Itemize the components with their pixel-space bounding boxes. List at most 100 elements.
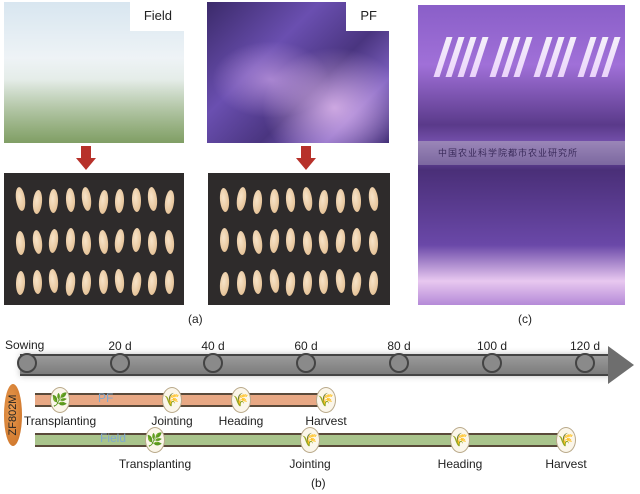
timeline-node-sowing	[17, 353, 37, 373]
rice-grain	[97, 189, 109, 215]
timeline-node	[296, 353, 316, 373]
field-track-name: Field	[100, 431, 127, 445]
rice-grain	[81, 230, 92, 256]
rice-grain	[146, 186, 159, 212]
rice-grain	[317, 229, 330, 255]
rice-grain	[113, 268, 126, 294]
pf-transplanting-plant-icon: 🌿	[50, 387, 70, 413]
rice-grain	[350, 271, 363, 297]
rice-grain	[48, 188, 59, 214]
pf-stage-label: Heading	[218, 414, 264, 428]
field-jointing-plant-icon: 🌾	[300, 427, 320, 453]
pf-photo-label: PF	[346, 2, 389, 31]
down-arrow-icon	[296, 146, 316, 172]
field-rice-photo: Field	[4, 2, 184, 143]
panel-label-c: (c)	[518, 312, 532, 326]
field-heading-plant-icon: 🌾	[450, 427, 470, 453]
timeline-arrowhead-icon	[608, 346, 634, 384]
rice-grain	[218, 271, 231, 297]
rice-grain	[98, 269, 108, 295]
rice-grain	[285, 227, 296, 253]
rice-grain	[147, 270, 158, 296]
rice-grain	[81, 270, 92, 296]
rice-grain	[97, 229, 109, 255]
rice-grain	[234, 186, 248, 212]
rice-grain	[269, 189, 279, 213]
chamber-plate-text: 中国农业科学院都市农业研究所	[438, 148, 579, 158]
timeline-node	[575, 353, 595, 373]
pf-stage-label: Jointing	[151, 414, 193, 428]
timeline-axis	[20, 354, 612, 376]
rice-grain	[64, 187, 76, 213]
rice-grain	[129, 271, 143, 297]
rice-grain	[317, 189, 330, 215]
field-harvest-plant-icon: 🌾	[556, 427, 576, 453]
rice-grain	[285, 187, 296, 213]
panel-label-b: (b)	[311, 476, 326, 490]
pf-stage-label: Harvest	[305, 414, 347, 428]
rice-grain	[130, 227, 142, 253]
rice-grain	[335, 188, 345, 214]
timeline-tick-label: 100 d	[476, 339, 508, 353]
timeline-node	[482, 353, 502, 373]
timeline-tick-label: 120 d	[569, 339, 601, 353]
rice-grain	[80, 186, 93, 212]
pf-stage-label: Transplanting	[23, 414, 97, 428]
rice-grain	[32, 269, 42, 295]
rice-grain	[47, 268, 60, 294]
rice-grain	[163, 229, 175, 255]
rice-grain	[164, 270, 174, 294]
timeline-tick-label: 40 d	[201, 339, 225, 353]
sowing-label: Sowing	[5, 338, 45, 352]
rice-grain	[15, 270, 26, 296]
rice-grain	[351, 227, 362, 253]
field-stage-label: Transplanting	[118, 457, 192, 471]
pf-rice-photo: PF	[207, 2, 389, 143]
chamber-nameplate: 中国农业科学院都市农业研究所	[418, 141, 625, 165]
field-transplanting-plant-icon: 🌿	[145, 427, 165, 453]
plant-factory-chamber-photo: 中国农业科学院都市农业研究所	[418, 5, 625, 305]
field-stage-label: Jointing	[289, 457, 331, 471]
field-photo-label: Field	[129, 2, 184, 31]
field-track-bar	[35, 433, 560, 447]
rice-grain	[31, 229, 43, 255]
rice-grain	[251, 229, 264, 255]
pf-harvest-plant-icon: 🌾	[316, 387, 336, 413]
rice-grain	[163, 189, 175, 215]
rice-grain	[65, 227, 75, 253]
rice-grain	[64, 271, 76, 297]
rice-grain	[147, 230, 158, 256]
rice-seed-icon: ZF802M	[4, 384, 22, 446]
rice-grain	[131, 187, 141, 213]
rice-grain	[252, 189, 263, 215]
rice-grain	[334, 228, 346, 254]
rice-grain	[351, 187, 362, 213]
rice-grain	[236, 270, 246, 296]
rice-grain	[252, 269, 263, 295]
rice-grain	[368, 230, 378, 256]
pf-heading-plant-icon: 🌾	[231, 387, 251, 413]
rice-grain	[31, 189, 43, 215]
rice-grain	[14, 186, 27, 212]
rice-grain	[15, 230, 26, 256]
rice-grain	[235, 230, 247, 256]
variety-label: ZF802M	[7, 394, 19, 436]
rice-grain	[114, 188, 125, 214]
rice-grain	[218, 187, 231, 213]
rice-grain	[113, 228, 126, 254]
down-arrow-icon	[76, 146, 96, 172]
rice-grain	[284, 271, 297, 297]
rice-grain	[334, 268, 346, 294]
pf-track-name: PF	[98, 391, 114, 405]
pf-jointing-plant-icon: 🌾	[162, 387, 182, 413]
timeline-tick-label: 80 d	[387, 339, 411, 353]
field-stage-label: Harvest	[545, 457, 587, 471]
rice-grain	[301, 230, 313, 256]
field-stage-label: Heading	[437, 457, 483, 471]
timeline-tick-label: 60 d	[294, 339, 318, 353]
rice-grain	[367, 270, 379, 296]
rice-grain	[300, 186, 314, 212]
rice-grain	[47, 228, 60, 254]
rice-grain	[318, 269, 329, 295]
timeline-node	[203, 353, 223, 373]
